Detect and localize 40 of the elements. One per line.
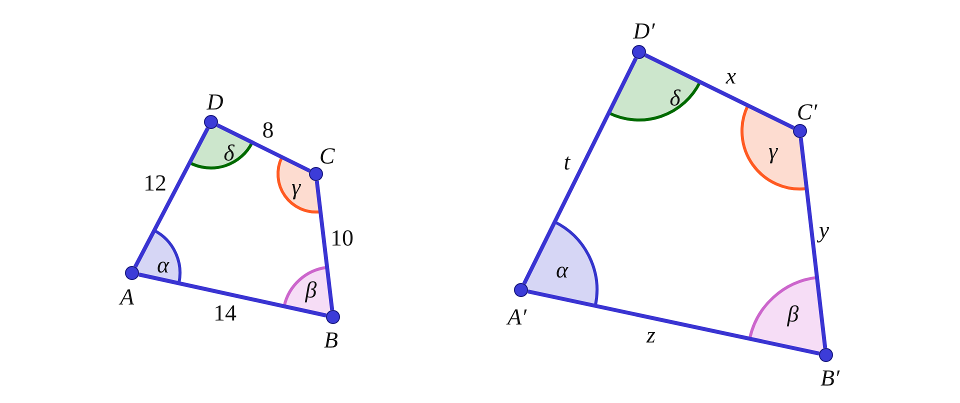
polygon-side <box>522 57 638 285</box>
polygon-side <box>216 123 311 173</box>
angle-label: γ <box>768 140 778 162</box>
angle-label: α <box>556 258 568 282</box>
vertex-point <box>819 348 833 362</box>
vertex-point <box>326 310 340 324</box>
angle-label: γ <box>291 176 301 198</box>
side-label: y <box>818 218 830 242</box>
side-label: 14 <box>214 302 236 324</box>
vertex-label: A <box>120 286 134 308</box>
polygon-side <box>133 127 210 268</box>
side-label: t <box>564 150 570 174</box>
side-label: z <box>646 324 656 346</box>
side-label: 12 <box>144 172 166 194</box>
angle-label: δ <box>224 142 234 164</box>
polygon-side <box>138 272 327 318</box>
vertex-label: C <box>319 144 335 168</box>
vertex-point <box>793 124 807 138</box>
angle-label: δ <box>670 86 680 110</box>
side-label: 8 <box>262 118 274 142</box>
polygon-side <box>798 138 828 348</box>
side-label: x <box>726 64 736 88</box>
vertex-point <box>125 266 139 280</box>
vertex-point <box>204 115 218 129</box>
vertex-label: A′ <box>507 306 527 328</box>
side-label: 10 <box>330 226 354 250</box>
angle-label: β <box>787 302 799 326</box>
vertex-label: C′ <box>796 100 818 124</box>
polygon-side <box>314 180 334 310</box>
vertex-point <box>309 167 323 181</box>
angle-label: α <box>156 254 170 276</box>
polygon-side <box>527 290 820 356</box>
angle-label: β <box>305 278 317 302</box>
polygon-side <box>644 53 795 130</box>
vertex-point <box>514 283 528 297</box>
vertex-label: B′ <box>820 366 840 390</box>
vertex-label: D′ <box>633 20 655 42</box>
vertex-label: B <box>324 328 338 352</box>
vertex-label: D <box>206 90 224 114</box>
vertex-point <box>632 45 646 59</box>
